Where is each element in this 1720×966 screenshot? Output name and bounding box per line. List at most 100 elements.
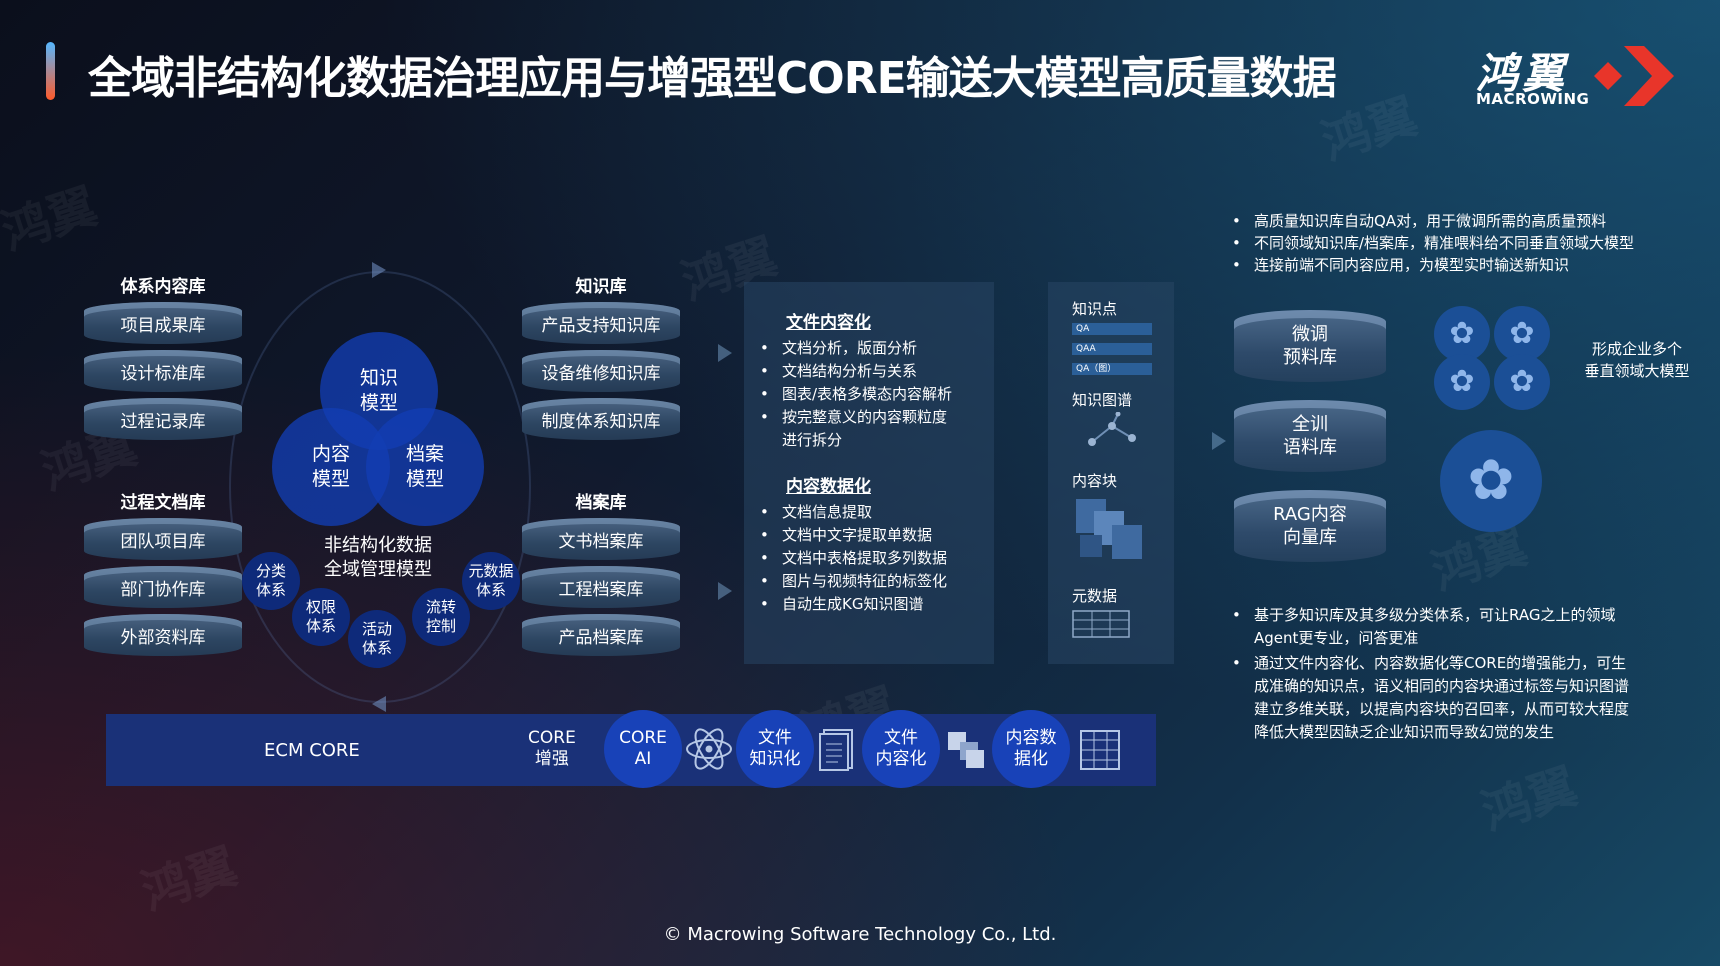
brain-icon: ✿ <box>1434 354 1490 410</box>
logo-subtext: MACROWING <box>1476 90 1590 108</box>
archive-model-ring: 档案 模型 <box>366 408 484 526</box>
large-brain-icon: ✿ <box>1440 430 1542 532</box>
knowledge-point-panel: 知识点 QA QAA QA（图） 知识图谱 内容块 元数据 <box>1048 282 1174 664</box>
list-item: 自动生成KG知识图谱 <box>758 593 994 616</box>
cylinder-finetune-corpus: 微调 预料库 <box>1234 310 1386 382</box>
rag-vector-label: RAG内容 向量库 <box>1273 504 1347 548</box>
brain-icon: ✿ <box>1494 354 1550 410</box>
content-data-label: 内容数 据化 <box>1005 728 1057 769</box>
file-knowledge-circle: 文件 知识化 <box>736 710 814 788</box>
content-block-small-icon <box>948 732 984 768</box>
activity-system-label: 活动 体系 <box>361 620 392 657</box>
permission-system-ring: 权限 体系 <box>292 588 350 646</box>
system-content-label: 体系内容库 <box>120 277 206 297</box>
classify-system-label: 分类 体系 <box>255 562 286 599</box>
list-item: 文档中文字提取单数据 <box>758 524 994 547</box>
cylinder-equipment-repair-kb: 设备维修知识库 <box>522 350 680 392</box>
atom-icon <box>686 728 732 770</box>
list-item: 图表/表格多模态内容解析 <box>758 383 994 406</box>
brain-icon-grid: ✿ ✿ ✿ ✿ <box>1434 306 1556 412</box>
metadata-system-label: 元数据 体系 <box>468 562 514 599</box>
bottom-bullets: 基于多知识库及其多级分类体系，可让RAG之上的领域 Agent更专业，问答更准 … <box>1228 604 1708 744</box>
arrow-right-icon <box>718 344 732 362</box>
cylinder-product-support-kb: 产品支持知识库 <box>522 302 680 344</box>
archive-model-label: 档案 模型 <box>405 443 444 490</box>
document-icon <box>819 729 853 771</box>
knowledge-model-label: 知识 模型 <box>359 367 398 414</box>
cylinder-design-standards: 设计标准库 <box>84 350 242 392</box>
bullet-item: 连接前端不同内容应用，为模型实时输送新知识 <box>1228 254 1708 276</box>
list-item: 按完整意义的内容颗粒度 进行拆分 <box>758 406 994 452</box>
file-content-label: 文件 内容化 <box>875 728 927 769</box>
bullet-item: 高质量知识库自动QA对，用于微调所需的高质量预料 <box>1228 210 1708 232</box>
arrow-right-icon <box>718 582 732 600</box>
cylinder-engineering-archive: 工程档案库 <box>522 566 680 608</box>
content-block-icon <box>1076 499 1142 559</box>
pretrain-corpus-label: 全训 语料库 <box>1283 414 1337 458</box>
qa-bar: QA <box>1072 323 1152 335</box>
core-ai-label: CORE AI <box>619 728 667 769</box>
cylinder-pretrain-corpus: 全训 语料库 <box>1234 400 1386 472</box>
knowledge-point-title: 知识点 <box>1072 300 1118 318</box>
model-caption: 形成企业多个 垂直领域大模型 <box>1584 340 1690 380</box>
content-model-ring: 内容 模型 <box>272 408 390 526</box>
brain-icon: ✿ <box>1494 306 1550 362</box>
bullet-item: 基于多知识库及其多级分类体系，可让RAG之上的领域 Agent更专业，问答更准 <box>1228 604 1708 650</box>
cylinder-department-collab: 部门协作库 <box>84 566 242 608</box>
archive-base-label: 档案库 <box>575 493 627 513</box>
watermark: 鸿翼 <box>0 178 104 262</box>
file-content-list: 文档分析，版面分析 文档结构分析与关系 图表/表格多模态内容解析 按完整意义的内… <box>758 337 994 452</box>
content-block-label: 内容块 <box>1072 472 1118 490</box>
bullet-item: 通过文件内容化、内容数据化等CORE的增强能力，可生 成准确的知识点，语义相同的… <box>1228 652 1708 744</box>
logo-chevron-icon <box>1594 46 1674 106</box>
content-model-label: 内容 模型 <box>311 443 350 490</box>
logo-text: 鸿翼 <box>1476 49 1569 98</box>
classify-system-ring: 分类 体系 <box>242 552 300 610</box>
bullet-item: 不同领域知识库/档案库，精准喂料给不同垂直领域大模型 <box>1228 232 1708 254</box>
flow-control-label: 流转 控制 <box>425 598 456 635</box>
list-item: 文档信息提取 <box>758 501 994 524</box>
watermark: 鸿翼 <box>135 838 244 922</box>
list-item: 文档分析，版面分析 <box>758 337 994 360</box>
list-item: 文档中表格提取多列数据 <box>758 547 994 570</box>
knowledge-graph-icon <box>1088 411 1136 446</box>
cylinder-policy-kb: 制度体系知识库 <box>522 398 680 440</box>
brain-icon: ✿ <box>1434 306 1490 362</box>
core-ai-circle: CORE AI <box>604 710 682 788</box>
finetune-corpus-label: 微调 预料库 <box>1283 324 1337 368</box>
content-data-circle: 内容数 据化 <box>992 710 1070 788</box>
content-data-list: 文档信息提取 文档中文字提取单数据 文档中表格提取多列数据 图片与视频特征的标签… <box>758 501 994 616</box>
cylinder-project-results: 项目成果库 <box>84 302 242 344</box>
file-knowledge-label: 文件 知识化 <box>749 728 801 769</box>
metadata-table-icon <box>1072 610 1130 638</box>
process-doc-label: 过程文档库 <box>120 493 206 513</box>
list-item: 图片与视频特征的标签化 <box>758 570 994 593</box>
activity-system-ring: 活动 体系 <box>348 610 406 668</box>
data-table-icon <box>1080 730 1120 770</box>
page-title: 全域非结构化数据治理应用与增强型CORE输送大模型高质量数据 <box>88 53 1337 104</box>
content-processing-panel: 文件内容化 文档分析，版面分析 文档结构分析与关系 图表/表格多模态内容解析 按… <box>744 282 994 664</box>
cylinder-rag-vector: RAG内容 向量库 <box>1234 490 1386 562</box>
content-data-title: 内容数据化 <box>786 477 871 497</box>
knowledge-base-label: 知识库 <box>575 277 627 297</box>
cylinder-external-materials: 外部资料库 <box>84 614 242 656</box>
flow-control-ring: 流转 控制 <box>412 588 470 646</box>
cylinder-team-projects: 团队项目库 <box>84 518 242 560</box>
unstructured-model-text: 非结构化数据 全域管理模型 <box>324 535 432 580</box>
core-enhance-label: CORE 增强 <box>528 728 576 769</box>
cylinder-document-archive: 文书档案库 <box>522 518 680 560</box>
qa-image-bar: QA（图） <box>1072 363 1152 375</box>
permission-system-label: 权限 体系 <box>305 598 336 635</box>
knowledge-graph-label: 知识图谱 <box>1072 391 1133 409</box>
list-item: 文档结构分析与关系 <box>758 360 994 383</box>
qaa-bar: QAA <box>1072 343 1152 355</box>
cylinder-process-records: 过程记录库 <box>84 398 242 440</box>
flow-ring <box>229 262 531 712</box>
ecm-core-label: ECM CORE <box>264 740 360 761</box>
file-content-title: 文件内容化 <box>786 313 871 333</box>
metadata-system-ring: 元数据 体系 <box>462 552 520 610</box>
title-accent-bar <box>46 42 55 100</box>
cylinder-product-archive: 产品档案库 <box>522 614 680 656</box>
top-bullets: 高质量知识库自动QA对，用于微调所需的高质量预料 不同领域知识库/档案库，精准喂… <box>1228 210 1708 276</box>
file-content-circle: 文件 内容化 <box>862 710 940 788</box>
